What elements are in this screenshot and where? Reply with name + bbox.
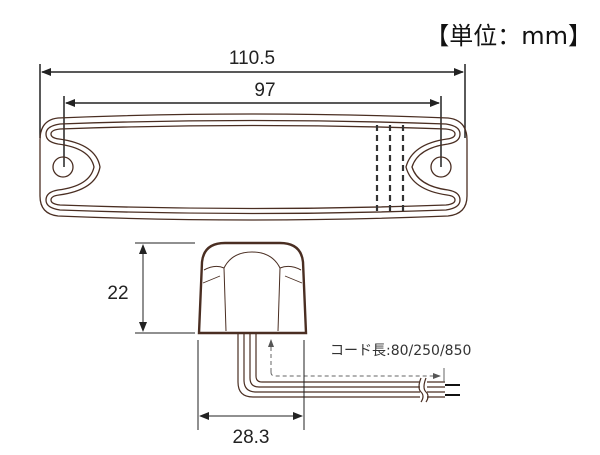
cord (237, 333, 460, 403)
led-grille (375, 125, 405, 213)
mounting-hole-left (52, 156, 74, 178)
overall-length-dimension (39, 64, 466, 138)
overall-length-label: 110.5 (229, 48, 275, 69)
mounting-hole-right (430, 156, 452, 178)
depth-dimension (197, 340, 305, 430)
cord-length-dimension (268, 339, 445, 382)
cord-length-label: コード長:80/250/850 (330, 343, 471, 359)
height-dimension (135, 242, 195, 334)
hole-pitch-dimension (63, 96, 442, 167)
lamp-top-view (39, 113, 468, 221)
height-label: 22 (107, 283, 128, 304)
lamp-side-view (197, 241, 308, 335)
unit-label: 【単位：mm】 (425, 22, 592, 50)
depth-label: 28.3 (233, 427, 270, 448)
hole-pitch-label: 97 (254, 80, 275, 101)
